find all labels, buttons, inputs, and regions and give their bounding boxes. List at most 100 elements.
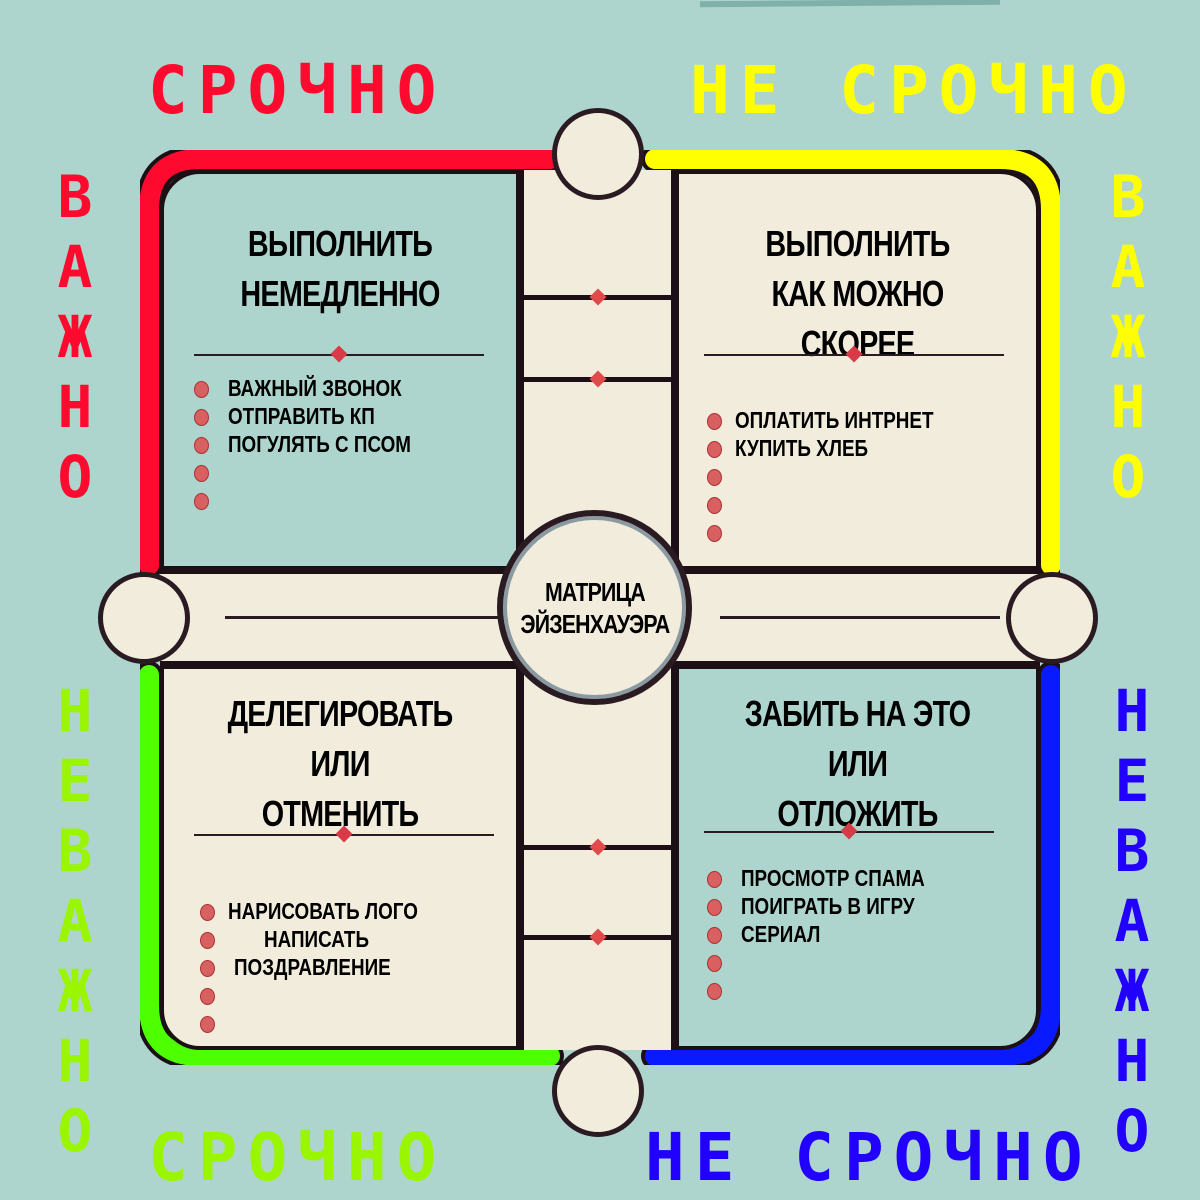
task-list: НАРИСОВАТЬ ЛОГО НАПИСАТЬ ПОЗДРАВЛЕНИЕ [200, 897, 510, 1037]
horizontal-center-line [225, 616, 515, 619]
letter: Н [57, 373, 93, 441]
bullet-icon [194, 437, 209, 454]
task-list: ВАЖНЫЙ ЗВОНОК ОТПРАВИТЬ КП ПОГУЛЯТЬ С ПС… [194, 374, 494, 514]
bullet-icon [707, 983, 722, 1000]
letter: Е [57, 747, 93, 815]
letter: Ж [1114, 957, 1150, 1025]
letter: Н [57, 1027, 93, 1095]
bullet-icon [200, 1016, 215, 1033]
quadrant-title: ДЕЛЕГИРОВАТЬ ИЛИ ОТМЕНИТЬ [227, 693, 454, 834]
letter: Е [1114, 747, 1150, 815]
bullet-icon [707, 525, 722, 542]
letter: В [1110, 163, 1146, 231]
bullet-icon [194, 409, 209, 426]
list-item: ОПЛАТИТЬ ИНТРНЕТ [707, 406, 1027, 434]
quadrant-title: ВЫПОЛНИТЬ КАК МОЖНО СКОРЕЕ [765, 223, 950, 364]
bullet-icon [200, 988, 215, 1005]
bullet-icon [200, 960, 215, 977]
node-right [1006, 572, 1098, 664]
axis-label-important-right: В А Ж Н О [1098, 162, 1158, 512]
list-item: НАПИСАТЬ [200, 925, 510, 953]
ornament-divider [704, 822, 994, 840]
axis-label-important-left: В А Ж Н О [45, 162, 105, 512]
ornament-divider [194, 825, 494, 843]
letter: В [57, 163, 93, 231]
center-title-badge: МАТРИЦА ЭЙЗЕНХАУЭРА [497, 510, 692, 705]
letter: А [1110, 233, 1146, 301]
list-item [707, 948, 1027, 976]
quadrant-do-now: ВЫПОЛНИТЬ НЕМЕДЛЕННО ВАЖНЫЙ ЗВОНОК ОТПРА… [160, 170, 520, 570]
list-item: НАРИСОВАТЬ ЛОГО [200, 897, 510, 925]
list-item [194, 458, 494, 486]
axis-label-not-urgent-top: НЕ СРОЧНО [690, 52, 1138, 129]
eisenhower-matrix: ВЫПОЛНИТЬ НЕМЕДЛЕННО ВАЖНЫЙ ЗВОНОК ОТПРА… [98, 108, 1098, 1137]
letter: О [57, 1097, 93, 1165]
bullet-icon [707, 441, 722, 458]
ornament-divider [704, 345, 1004, 363]
letter: Ж [57, 303, 93, 371]
bullet-icon [707, 469, 722, 486]
bullet-icon [707, 899, 722, 916]
letter: Н [1114, 1027, 1150, 1095]
list-item [707, 976, 1027, 1004]
axis-label-not-important-left: Н Е В А Ж Н О [45, 676, 105, 1166]
list-item: ОТПРАВИТЬ КП [194, 402, 494, 430]
letter: О [57, 443, 93, 511]
list-item [194, 486, 494, 514]
bullet-icon [707, 497, 722, 514]
axis-label-urgent-top: СРОЧНО [148, 52, 447, 129]
letter: В [1114, 817, 1150, 885]
letter: О [1110, 443, 1146, 511]
list-item: ВАЖНЫЙ ЗВОНОК [194, 374, 494, 402]
node-left [98, 572, 190, 664]
list-item: ПРОСМОТР СПАМА [707, 864, 1027, 892]
quadrant-title: ВЫПОЛНИТЬ НЕМЕДЛЕННО [240, 223, 440, 314]
task-list: ОПЛАТИТЬ ИНТРНЕТ КУПИТЬ ХЛЕБ [707, 406, 1027, 546]
letter: Ж [57, 957, 93, 1025]
list-item: ПОИГРАТЬ В ИГРУ [707, 892, 1027, 920]
bullet-icon [200, 904, 215, 921]
letter: А [57, 887, 93, 955]
letter: В [57, 817, 93, 885]
list-item [200, 1009, 510, 1037]
center-title-line2: ЭЙЗЕНХАУЭРА [519, 608, 670, 639]
axis-label-not-important-right: Н Е В А Ж Н О [1102, 676, 1162, 1166]
letter: Ж [1110, 303, 1146, 371]
list-item: КУПИТЬ ХЛЕБ [707, 434, 1027, 462]
bullet-icon [200, 932, 215, 949]
task-list: ПРОСМОТР СПАМА ПОИГРАТЬ В ИГРУ СЕРИАЛ [707, 864, 1027, 1004]
quadrant-eliminate: ЗАБИТЬ НА ЭТО ИЛИ ОТЛОЖИТЬ ПРОСМОТР СПАМ… [675, 665, 1040, 1050]
bullet-icon [707, 871, 722, 888]
list-item: ПОГУЛЯТЬ С ПСОМ [194, 430, 494, 458]
bullet-icon [194, 493, 209, 510]
quadrant-title: ЗАБИТЬ НА ЭТО ИЛИ ОТЛОЖИТЬ [744, 693, 971, 834]
axis-label-urgent-bottom: СРОЧНО [148, 1119, 447, 1196]
list-item [707, 462, 1027, 490]
ornament-divider [194, 345, 484, 363]
decorative-strip [700, 0, 1000, 8]
letter: О [1114, 1097, 1150, 1165]
list-item [200, 981, 510, 1009]
bullet-icon [194, 465, 209, 482]
horizontal-center-line-right [720, 616, 1000, 619]
bullet-icon [707, 955, 722, 972]
list-item [707, 490, 1027, 518]
list-item: ПОЗДРАВЛЕНИЕ [200, 953, 510, 981]
bullet-icon [707, 927, 722, 944]
node-top [552, 108, 644, 200]
node-bottom [552, 1045, 644, 1137]
bullet-icon [194, 381, 209, 398]
quadrant-delegate: ДЕЛЕГИРОВАТЬ ИЛИ ОТМЕНИТЬ НАРИСОВАТЬ ЛОГ… [160, 665, 520, 1050]
list-item [707, 518, 1027, 546]
center-title-line1: МАТРИЦА [544, 576, 646, 607]
colored-frame [140, 150, 1060, 1065]
letter: А [1114, 887, 1150, 955]
axis-label-not-urgent-bottom: НЕ СРОЧНО [645, 1119, 1093, 1196]
letter: А [57, 233, 93, 301]
letter: Н [1114, 677, 1150, 745]
list-item: СЕРИАЛ [707, 920, 1027, 948]
quadrant-schedule: ВЫПОЛНИТЬ КАК МОЖНО СКОРЕЕ ОПЛАТИТЬ ИНТР… [675, 170, 1040, 570]
letter: Н [57, 677, 93, 745]
letter: Н [1110, 373, 1146, 441]
bullet-icon [707, 413, 722, 430]
